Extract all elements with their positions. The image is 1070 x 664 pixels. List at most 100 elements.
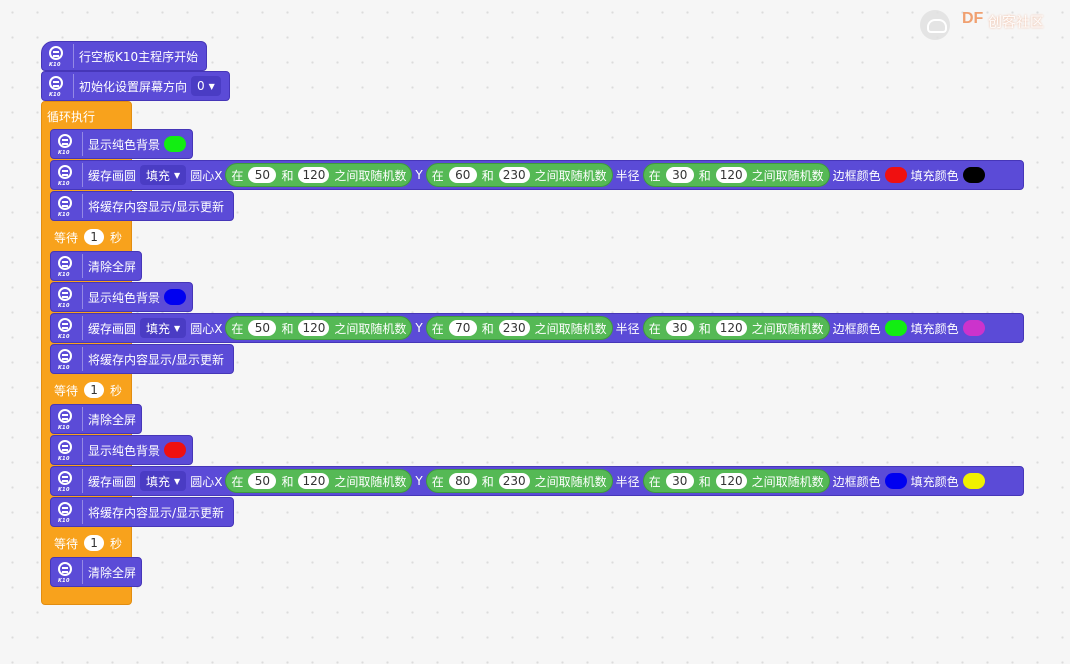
border-color-label: 边框颜色: [832, 168, 881, 183]
wait-seconds-input[interactable]: 1: [84, 535, 105, 551]
rand-max-input[interactable]: 120: [298, 167, 330, 183]
rand-max-input[interactable]: 120: [715, 167, 747, 183]
rand-min-input[interactable]: 50: [248, 167, 277, 183]
k10-icon: K10: [52, 314, 80, 342]
rand-suffix-label: 之间取随机数: [334, 321, 407, 336]
block-label: 清除全屏: [88, 412, 137, 427]
border-color-swatch[interactable]: [884, 167, 907, 183]
rand-min-input[interactable]: 80: [448, 473, 477, 489]
wait-seconds-input[interactable]: 1: [84, 229, 105, 245]
rand-in-label: 在: [648, 474, 661, 489]
circle-mode-dropdown[interactable]: 填充▼: [140, 318, 187, 338]
loop-label: 循环执行: [47, 110, 96, 124]
center-x-label: 圆心X: [190, 474, 223, 489]
rand-min-input[interactable]: 30: [665, 167, 694, 183]
init-screen-direction-block[interactable]: K10 初始化设置屏幕方向 0▼: [41, 71, 230, 101]
rand-min-input[interactable]: 70: [448, 320, 477, 336]
chevron-down-icon: ▼: [174, 170, 181, 180]
k10-icon: K10: [52, 283, 80, 311]
k10-icon: K10: [43, 72, 71, 100]
border-color-swatch[interactable]: [884, 320, 907, 336]
rand-suffix-label: 之间取随机数: [334, 168, 407, 183]
rand-in-label: 在: [431, 474, 444, 489]
rand-suffix-label: 之间取随机数: [751, 168, 824, 183]
fill-color-swatch[interactable]: [962, 473, 985, 489]
bg-color-swatch[interactable]: [164, 289, 187, 305]
rand-max-input[interactable]: 230: [498, 473, 530, 489]
rand-max-input[interactable]: 230: [498, 320, 530, 336]
show-bg-block[interactable]: K10 显示纯色背景: [50, 282, 193, 312]
k10-icon: K10: [52, 161, 80, 189]
rand-min-input[interactable]: 60: [448, 167, 477, 183]
border-color-label: 边框颜色: [832, 474, 881, 489]
screen-direction-dropdown[interactable]: 0▼: [191, 76, 221, 96]
wait-seconds-input[interactable]: 1: [84, 382, 105, 398]
rand-min-input[interactable]: 50: [248, 320, 277, 336]
chevron-down-icon: ▼: [208, 81, 215, 91]
bg-color-swatch[interactable]: [164, 442, 187, 458]
chevron-down-icon: ▼: [174, 476, 181, 486]
block-label: 缓存画圆: [88, 474, 137, 489]
df-watermark: DF 创客社区: [918, 4, 1063, 44]
center-x-label: 圆心X: [190, 321, 223, 336]
wait-label: 等待: [54, 536, 79, 551]
fill-color-label: 填充颜色: [910, 474, 959, 489]
seconds-label: 秒: [110, 383, 123, 398]
rand-in-label: 在: [648, 321, 661, 336]
rand-and-label: 和: [698, 168, 711, 183]
wait-label: 等待: [54, 383, 79, 398]
rand-min-input[interactable]: 30: [665, 320, 694, 336]
border-color-swatch[interactable]: [884, 473, 907, 489]
rand-max-input[interactable]: 230: [498, 167, 530, 183]
circle-mode-dropdown[interactable]: 填充▼: [140, 165, 187, 185]
rand-in-label: 在: [431, 168, 444, 183]
rand-max-input[interactable]: 120: [715, 320, 747, 336]
rand-max-input[interactable]: 120: [298, 320, 330, 336]
watermark-brand: DF: [962, 10, 984, 27]
wait-label: 等待: [54, 230, 79, 245]
rand-max-input[interactable]: 120: [298, 473, 330, 489]
k10-icon: K10: [52, 192, 80, 220]
bg-color-swatch[interactable]: [164, 136, 187, 152]
block-label: 显示纯色背景: [88, 290, 161, 305]
rand-in-label: 在: [231, 474, 244, 489]
k10-icon: K10: [52, 498, 80, 526]
rand-and-label: 和: [481, 321, 494, 336]
rand-and-label: 和: [698, 474, 711, 489]
main-program-start-block[interactable]: K10 行空板K10主程序开始: [41, 41, 207, 71]
fill-color-label: 填充颜色: [910, 321, 959, 336]
community-logo-icon: [920, 10, 950, 40]
fill-color-swatch[interactable]: [962, 167, 985, 183]
fill-color-swatch[interactable]: [962, 320, 985, 336]
k10-icon: K10: [52, 252, 80, 280]
rand-max-input[interactable]: 120: [715, 473, 747, 489]
circle-mode-dropdown[interactable]: 填充▼: [140, 471, 187, 491]
rand-min-input[interactable]: 30: [665, 473, 694, 489]
radius-label: 半径: [615, 474, 640, 489]
block-label: 初始化设置屏幕方向: [79, 79, 188, 94]
rand-min-input[interactable]: 50: [248, 473, 277, 489]
